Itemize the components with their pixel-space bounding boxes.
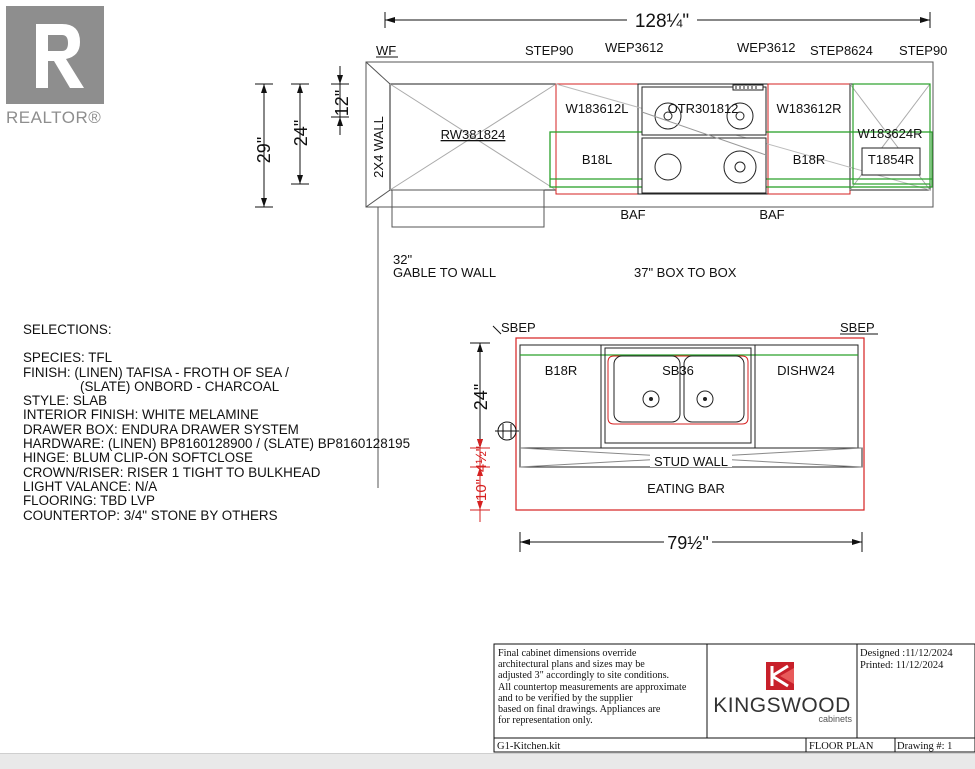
wall-2x4-label: 2X4 WALL xyxy=(371,116,386,178)
brand-sub: cabinets xyxy=(818,714,852,724)
cabinet-w183624r: W183624R xyxy=(857,126,922,141)
stud-wall-label: STUD WALL xyxy=(654,454,728,469)
selections-heading: SELECTIONS: xyxy=(23,322,112,337)
selection-flooring: FLOORING: TBD LVP xyxy=(23,493,155,509)
height-29-dim: 29" xyxy=(254,137,274,163)
height-24-dim: 24" xyxy=(291,120,311,146)
island-plan: SBEP SBEP B18R SB36 DISHW24 STUD WALL EA… xyxy=(470,320,878,553)
drawing-number: Drawing #: 1 xyxy=(897,741,952,752)
kingswood-logo-icon xyxy=(766,662,794,690)
baf-left-label: BAF xyxy=(620,207,645,222)
plan-type: FLOOR PLAN xyxy=(809,741,874,752)
label-wep3612-left: WEP3612 xyxy=(605,40,664,55)
file-name: G1-Kitchen.kit xyxy=(497,741,560,752)
realtor-text: REALTOR® xyxy=(6,108,102,127)
designed-date: Designed :11/12/2024 xyxy=(860,648,953,659)
label-step90-left: STEP90 xyxy=(525,43,573,58)
selection-hardware: HARDWARE: (LINEN) BP8160128900 / (SLATE)… xyxy=(23,436,411,452)
brand-name: KINGSWOOD xyxy=(713,694,851,717)
sbep-right-label: SBEP xyxy=(840,320,875,335)
cabinet-t1854r: T1854R xyxy=(868,152,914,167)
label-wep3612-right: WEP3612 xyxy=(737,40,796,55)
printed-date: Printed: 11/12/2024 xyxy=(860,660,944,671)
cabinet-b18l: B18L xyxy=(582,152,612,167)
disclaimer-line-2: architectural plans and sizes may be xyxy=(498,659,645,670)
sink-sb36: SB36 xyxy=(662,363,694,378)
island-b18r: B18R xyxy=(545,363,578,378)
cabinet-otr301812: OTR301812 xyxy=(668,101,739,116)
gable-note: GABLE TO WALL xyxy=(393,265,496,280)
cabinet-rw381824: RW381824 xyxy=(441,127,506,142)
selection-countertop: COUNTERTOP: 3/4" STONE BY OTHERS xyxy=(23,507,278,523)
disclaimer-line-4: All countertop measurements are approxim… xyxy=(498,682,687,693)
dishwasher-24: DISHW24 xyxy=(777,363,835,378)
selection-valance: LIGHT VALANCE: N/A xyxy=(23,478,158,494)
baf-right-label: BAF xyxy=(759,207,784,222)
title-block: Final cabinet dimensions override archit… xyxy=(493,643,975,753)
realtor-watermark: REALTOR® xyxy=(0,0,120,135)
realtor-logo-icon xyxy=(6,6,104,104)
disclaimer-line-1: Final cabinet dimensions override xyxy=(498,648,637,659)
cabinet-w183612l: W183612L xyxy=(566,101,629,116)
selection-drawer: DRAWER BOX: ENDURA DRAWER SYSTEM xyxy=(23,421,299,437)
eating-bar-label: EATING BAR xyxy=(647,481,725,496)
selection-finish-cont: (SLATE) ONBORD - CHARCOAL xyxy=(80,378,280,394)
cabinet-w183612r: W183612R xyxy=(776,101,841,116)
bar-overhang-dim: 10" xyxy=(473,479,490,501)
wall-elevation: 128¼" WF STEP90 WEP3612 WEP3612 STEP8624… xyxy=(254,8,947,488)
sbep-left-label: SBEP xyxy=(501,320,536,335)
disclaimer-line-7: for representation only. xyxy=(498,715,593,726)
selection-interior: INTERIOR FINISH: WHITE MELAMINE xyxy=(23,407,259,423)
gable-dim: 32" xyxy=(393,252,412,267)
selections-list: SELECTIONS: SPECIES: TFL FINISH: (LINEN)… xyxy=(23,322,411,523)
label-step8624: STEP8624 xyxy=(810,43,873,58)
box-to-box-note: 37" BOX TO BOX xyxy=(634,265,737,280)
label-wf: WF xyxy=(376,43,396,58)
selection-crown: CROWN/RISER: RISER 1 TIGHT TO BULKHEAD xyxy=(23,464,321,480)
bottom-bar xyxy=(0,753,975,769)
selection-hinge: HINGE: BLUM CLIP-ON SOFTCLOSE xyxy=(23,450,253,466)
selection-style: STYLE: SLAB xyxy=(23,393,108,409)
cabinet-b18r: B18R xyxy=(793,152,826,167)
disclaimer-line-3: adjusted 3" accordingly to site conditio… xyxy=(498,670,669,681)
height-12-dim: 12" xyxy=(332,90,352,116)
island-depth-dim: 24" xyxy=(471,384,491,410)
label-step90-right: STEP90 xyxy=(899,43,947,58)
selection-finish: FINISH: (LINEN) TAFISA - FROTH OF SEA / xyxy=(23,364,289,380)
selection-species: SPECIES: TFL xyxy=(23,350,113,366)
overall-width-dim: 128¼" xyxy=(635,11,689,32)
disclaimer-line-5: and to be verified by the supplier xyxy=(498,693,633,704)
wall-thickness-dim: 4½" xyxy=(473,446,490,472)
disclaimer-line-6: based on final drawings. Appliances are xyxy=(498,704,661,715)
island-width-dim: 79½" xyxy=(667,533,708,553)
